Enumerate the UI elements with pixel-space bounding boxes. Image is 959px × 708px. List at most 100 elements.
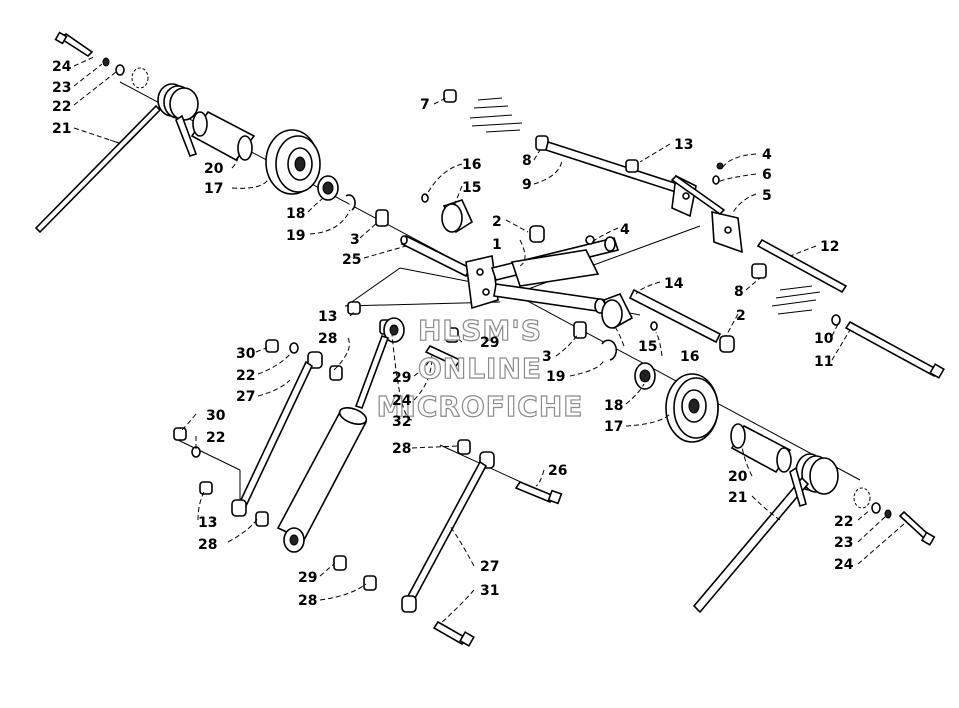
callout-18-b: 18 xyxy=(604,398,623,414)
nut-7 xyxy=(443,89,457,103)
bushing-8-lower xyxy=(751,263,767,279)
bushing-29-lower xyxy=(333,555,347,571)
callout-22-c: 22 xyxy=(206,430,225,446)
watermark: HLSM'S ONLINE MICROFICHE xyxy=(376,313,584,423)
callout-4-b: 4 xyxy=(620,222,630,238)
leader-lines xyxy=(73,55,905,625)
callout-13-c: 13 xyxy=(198,515,217,531)
callout-9: 9 xyxy=(522,177,532,193)
callout-32: 32 xyxy=(392,414,411,430)
watermark-line-3: MICROFICHE xyxy=(377,390,584,423)
sleeve-20-right xyxy=(730,423,792,474)
fitting-6 xyxy=(712,175,720,185)
decal-hatch-right xyxy=(771,285,821,315)
callout-8: 8 xyxy=(522,153,532,169)
callout-28-d: 28 xyxy=(298,593,317,609)
watermark-line-2: ONLINE xyxy=(418,352,542,385)
callout-16: 16 xyxy=(462,157,481,173)
callout-11: 11 xyxy=(814,354,833,370)
callout-22-d: 22 xyxy=(834,514,853,530)
callout-28: 28 xyxy=(318,331,337,347)
callout-20-b: 20 xyxy=(728,469,748,485)
decal-hatch-top xyxy=(469,97,523,133)
snap-ring-19-left xyxy=(345,194,356,211)
shock-eye-lower xyxy=(283,527,305,553)
watermark-line-1: HLSM'S xyxy=(418,314,542,347)
callout-7: 7 xyxy=(420,97,430,113)
callout-2: 2 xyxy=(492,214,502,230)
spacer-3-left xyxy=(375,209,389,227)
spacer-3-right xyxy=(573,321,587,339)
bumper-15-upper xyxy=(441,199,474,234)
callout-26: 26 xyxy=(548,463,567,479)
callout-31: 31 xyxy=(480,583,499,599)
bolt-24-left xyxy=(54,31,94,58)
dashed-spacer-right xyxy=(853,487,871,509)
callout-13: 13 xyxy=(674,137,693,153)
washer-22-left xyxy=(115,64,125,76)
shaft-12 xyxy=(756,238,848,294)
callout-23-b: 23 xyxy=(834,535,853,551)
callout-22-b: 22 xyxy=(236,368,255,384)
nut-30-b xyxy=(173,427,187,441)
bolt-24-right xyxy=(898,510,936,546)
right-idler-assembly xyxy=(573,292,936,614)
callout-3-b: 3 xyxy=(542,349,552,365)
nut-13-mid xyxy=(347,301,361,315)
callout-10: 10 xyxy=(814,331,834,347)
shock-shaft xyxy=(354,334,390,410)
nut-30-a xyxy=(265,339,279,353)
left-torsion-spring-assembly xyxy=(34,31,389,234)
callout-17-b: 17 xyxy=(604,419,623,435)
callout-15-b: 15 xyxy=(638,339,657,355)
bolt-16-lower xyxy=(650,321,658,331)
dashed-spacer-left xyxy=(131,67,149,89)
bolt-26 xyxy=(514,481,563,505)
callout-4: 4 xyxy=(762,147,772,163)
callout-22: 22 xyxy=(52,99,71,115)
bolt-16-upper xyxy=(421,193,429,203)
callout-23: 23 xyxy=(52,80,71,96)
callout-5: 5 xyxy=(762,188,772,204)
callout-29-c: 29 xyxy=(298,570,317,586)
bolt-31 xyxy=(432,620,475,647)
callout-29-b: 29 xyxy=(392,370,411,386)
callout-12: 12 xyxy=(820,239,839,255)
callout-14: 14 xyxy=(664,276,684,292)
bushing-2-upper xyxy=(529,225,545,243)
link-27-lower xyxy=(401,451,495,613)
bushing-29-upper xyxy=(445,327,459,343)
callout-19: 19 xyxy=(286,228,305,244)
bracket-5 xyxy=(670,174,743,254)
shock-absorber-32 xyxy=(276,407,368,542)
callout-8-b: 8 xyxy=(734,284,744,300)
bearing-18-left xyxy=(317,175,339,201)
snap-ring-19-right xyxy=(601,339,618,361)
shaft-14 xyxy=(628,288,722,344)
bushing-28-c xyxy=(255,511,269,527)
sleeve-20-left xyxy=(190,110,256,162)
bolt-24-mid xyxy=(424,344,462,368)
callout-21: 21 xyxy=(52,121,71,137)
bushing-28-d xyxy=(457,439,471,455)
callout-24-c: 24 xyxy=(834,557,854,573)
washer-22-right xyxy=(871,502,881,514)
shock-and-links xyxy=(173,301,563,647)
callout-28-b: 28 xyxy=(392,441,411,457)
callout-labels: 24 23 22 21 20 17 18 19 3 2 5 16 15 7 8 9… xyxy=(52,59,854,609)
lock-washer-23-left xyxy=(102,57,110,67)
nut-13-top xyxy=(625,159,639,173)
fitting-4-top xyxy=(716,162,724,170)
pivot-axle-25 xyxy=(400,234,472,278)
callout-16-b: 16 xyxy=(680,349,699,365)
bolt-11 xyxy=(844,320,945,379)
callout-27: 27 xyxy=(236,389,255,405)
bumper-15-lower xyxy=(601,292,634,330)
washer-22-a xyxy=(289,342,299,354)
callout-29: 29 xyxy=(480,335,499,351)
callout-30-b: 30 xyxy=(206,408,226,424)
nut-13-low xyxy=(199,481,213,495)
callout-3: 3 xyxy=(350,232,360,248)
spring-21-right xyxy=(692,453,839,614)
